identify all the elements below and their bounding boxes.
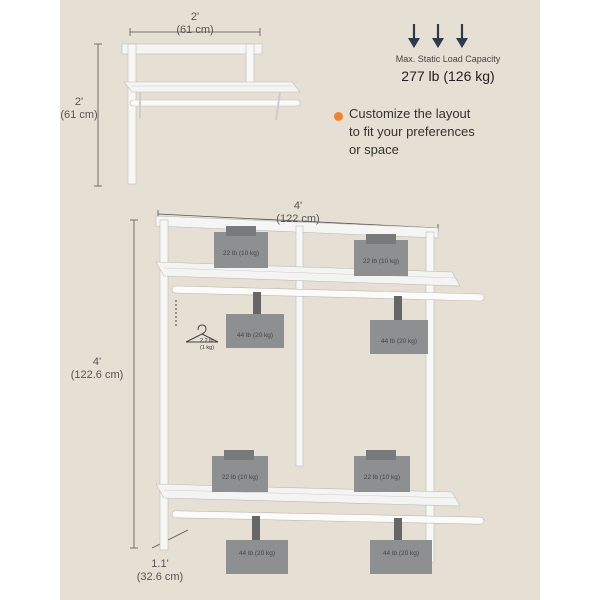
hanger-icon xyxy=(175,300,219,343)
large-unit-width-label: 4' (122 cm) xyxy=(268,200,328,226)
large-unit-depth-ft: 1.1' xyxy=(151,558,169,570)
large-closet-unit xyxy=(155,215,485,563)
capacity-value: 277 lb (126 kg) xyxy=(401,68,495,84)
weight-upper-right-label: 22 lb (10 kg) xyxy=(362,258,400,265)
feature-bullet xyxy=(334,112,343,121)
weight-bottom-left-label: 44 lb (20 kg) xyxy=(238,550,276,557)
large-unit-depth-dimension xyxy=(151,529,189,549)
feature-line-1: Customize the layout xyxy=(349,106,471,121)
product-panel: 2' (61 cm) 2' (61 cm) Max. Static Load C… xyxy=(60,0,540,600)
large-unit-height-cm: (122.6 cm) xyxy=(70,369,124,381)
weight-lower-right-label: 22 lb (10 kg) xyxy=(363,474,401,481)
weight-upper-left-label: 22 lb (10 kg) xyxy=(222,250,260,257)
illustration xyxy=(94,24,485,574)
large-unit-height-ft: 4' xyxy=(92,356,102,368)
large-unit-height-label: 4' (122.6 cm) xyxy=(64,356,130,382)
hanger-label: 2.2 lb (1 kg) xyxy=(200,338,214,352)
small-unit-height-label: 2' (61 cm) xyxy=(60,96,98,122)
small-unit-height-dimension xyxy=(94,43,102,187)
feature-line-3: or space xyxy=(349,142,399,157)
feature-line-2: to fit your preferences xyxy=(349,124,475,139)
weight-hang-left-label: 44 lb (20 kg) xyxy=(236,332,274,339)
small-closet-unit xyxy=(121,43,301,185)
weight-bottom-right-label: 44 lb (20 kg) xyxy=(382,550,420,557)
small-unit-height-ft: 2' xyxy=(74,96,84,108)
down-arrow-icon xyxy=(408,24,468,48)
small-unit-width-cm: (61 cm) xyxy=(176,24,214,36)
small-unit-width-dimension xyxy=(129,28,261,36)
large-unit-width-ft: 4' xyxy=(293,200,303,212)
capacity-label: Max. Static Load Capacity xyxy=(395,54,501,64)
small-unit-height-cm: (61 cm) xyxy=(60,109,98,121)
large-unit-height-dimension xyxy=(130,219,138,549)
kettle-weight-icon xyxy=(212,226,432,574)
weight-hang-right-label: 44 lb (20 kg) xyxy=(380,338,418,345)
small-unit-width-label: 2' (61 cm) xyxy=(165,11,225,37)
feature-text: Customize the layout to fit your prefere… xyxy=(349,105,529,159)
large-unit-depth-label: 1.1' (32.6 cm) xyxy=(130,558,190,584)
large-unit-depth-cm: (32.6 cm) xyxy=(136,571,184,583)
large-unit-width-cm: (122 cm) xyxy=(276,213,320,225)
hanger-weight-kg: (1 kg) xyxy=(200,345,215,351)
small-unit-width-ft: 2' xyxy=(190,11,200,23)
weight-lower-left-label: 22 lb (10 kg) xyxy=(221,474,259,481)
hanger-weight-lb: 2.2 lb xyxy=(200,338,214,344)
